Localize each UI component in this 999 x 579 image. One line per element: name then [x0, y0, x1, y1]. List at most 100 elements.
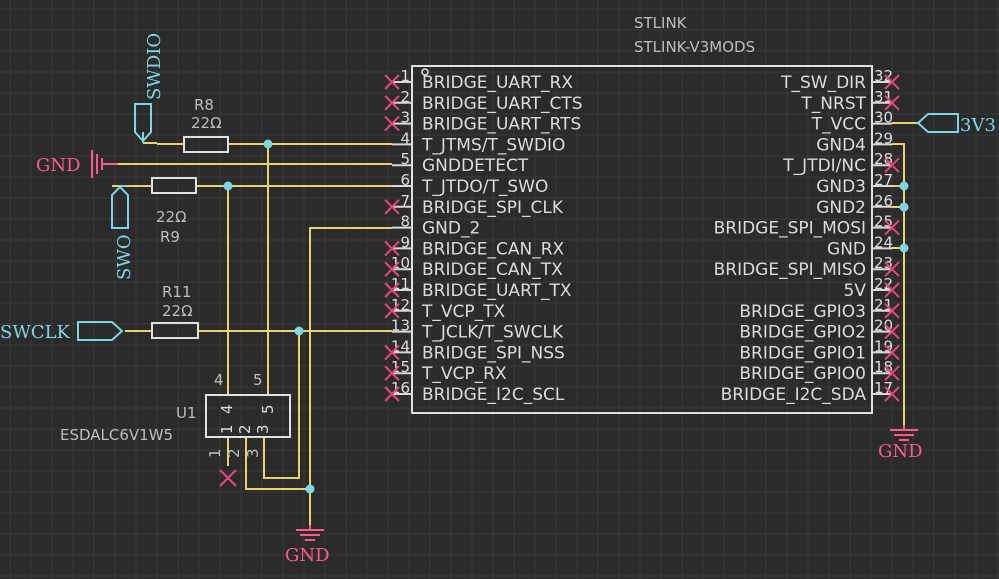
gnd-right-symbol: GND — [878, 425, 923, 462]
pin-number: 1 — [400, 67, 410, 85]
pin-number: 5 — [400, 150, 410, 168]
junction-dot — [263, 139, 273, 149]
net-flag-swo[interactable]: SWO — [111, 185, 135, 280]
no-connect-icon — [884, 282, 900, 298]
ic-pin-left[interactable]: 14 BRIDGE_SPI_NSS — [384, 337, 565, 363]
r9-value: 22Ω — [156, 208, 187, 226]
swo-label: SWO — [114, 234, 135, 280]
pin-number: 9 — [400, 233, 410, 251]
no-connect-icon — [884, 323, 900, 340]
pin-number: 11 — [391, 275, 410, 293]
ic-pin-right[interactable]: 28T_JTDI/NC — [782, 150, 900, 176]
no-connect-icon — [384, 282, 400, 298]
ic-pin-right[interactable]: 30T_VCC — [811, 109, 893, 135]
no-connect-icon — [384, 240, 400, 257]
u1-pin4-inner: 4 — [218, 404, 236, 414]
net-flag-3v3[interactable]: 3V3 — [916, 113, 996, 136]
no-connect-icon — [384, 74, 400, 90]
swclk-label: SWCLK — [0, 322, 71, 343]
pin-number: 13 — [391, 317, 410, 335]
junction-dot — [223, 181, 233, 191]
resistor-r9[interactable]: 22Ω R9 — [126, 177, 197, 246]
net-flag-swdio[interactable]: SWDIO — [134, 33, 165, 143]
pin-name: BRIDGE_SPI_NSS — [422, 343, 565, 363]
r8-reference: R8 — [194, 96, 214, 114]
resistor-r8[interactable]: R8 22Ω — [157, 96, 229, 153]
u1-value: ESDALC6V1W5 — [60, 426, 173, 444]
ic-pin-left[interactable]: 5 GNDDETECT — [392, 150, 529, 176]
pin-number: 12 — [391, 296, 410, 314]
pin-name: BRIDGE_GPIO1 — [739, 343, 866, 363]
pin1-marker — [421, 68, 429, 76]
r8-value: 22Ω — [191, 114, 222, 132]
no-connect-icon — [384, 199, 400, 215]
no-connect-icon — [884, 303, 900, 319]
esd-u1[interactable]: U1 ESDALC6V1W5 4 5 4 5 1 2 3 1 2 3 — [60, 371, 291, 487]
gnd-left-symbol: GND — [36, 150, 118, 178]
pin-name: T_VCP_TX — [421, 302, 506, 322]
gnd-bottom-symbol: GND — [285, 525, 330, 566]
pin-name: GNDDETECT — [422, 156, 529, 176]
junction-dot — [294, 326, 304, 336]
pin-name: T_JTMS/T_SWDIO — [421, 135, 565, 155]
ic-pin-right[interactable]: 32T_SW_DIR — [780, 67, 900, 93]
net-flag-swclk[interactable]: SWCLK — [0, 321, 124, 343]
pin-name: GND_2 — [422, 219, 480, 239]
no-connect-icon — [884, 261, 900, 277]
no-connect-icon — [384, 344, 400, 361]
gnd-left-label: GND — [36, 155, 81, 176]
pin-number: 10 — [391, 254, 410, 272]
wire-gnd2 — [309, 227, 392, 489]
u1-pin5-inner: 5 — [259, 404, 277, 414]
pin-name: T_JCLK/T_SWCLK — [421, 323, 564, 343]
stlink-ic-body[interactable] — [411, 65, 873, 414]
no-connect-icon — [884, 95, 900, 111]
u1-pin1-outer: 1 — [206, 448, 224, 458]
pin-name: T_VCP_RX — [421, 364, 507, 384]
pin-name: BRIDGE_UART_RTS — [422, 115, 581, 135]
pin-name: BRIDGE_GPIO3 — [739, 302, 866, 322]
pin-name: BRIDGE_I2C_SDA — [721, 385, 867, 405]
pin-number: 14 — [391, 337, 410, 355]
pin-name: BRIDGE_SPI_MISO — [714, 260, 866, 280]
pin-name: T_JTDI/NC — [782, 156, 866, 176]
no-connect-icon — [384, 95, 400, 111]
ic-pin-right[interactable]: 31T_NRST — [800, 88, 900, 114]
no-connect-icon — [219, 469, 237, 487]
no-connect-icon — [884, 344, 900, 361]
ic-pin-left[interactable]: 13 T_JCLK/T_SWCLK — [391, 317, 564, 343]
pin-number: 20 — [874, 317, 893, 335]
pin-number: 22 — [874, 275, 893, 293]
no-connect-icon — [384, 386, 400, 402]
ic-pin-left[interactable]: 12 T_VCP_TX — [384, 296, 506, 322]
swdio-label: SWDIO — [144, 33, 165, 100]
ic-value: STLINK-V3MODS — [634, 38, 755, 56]
resistor-r11[interactable]: R11 22Ω — [151, 283, 199, 339]
